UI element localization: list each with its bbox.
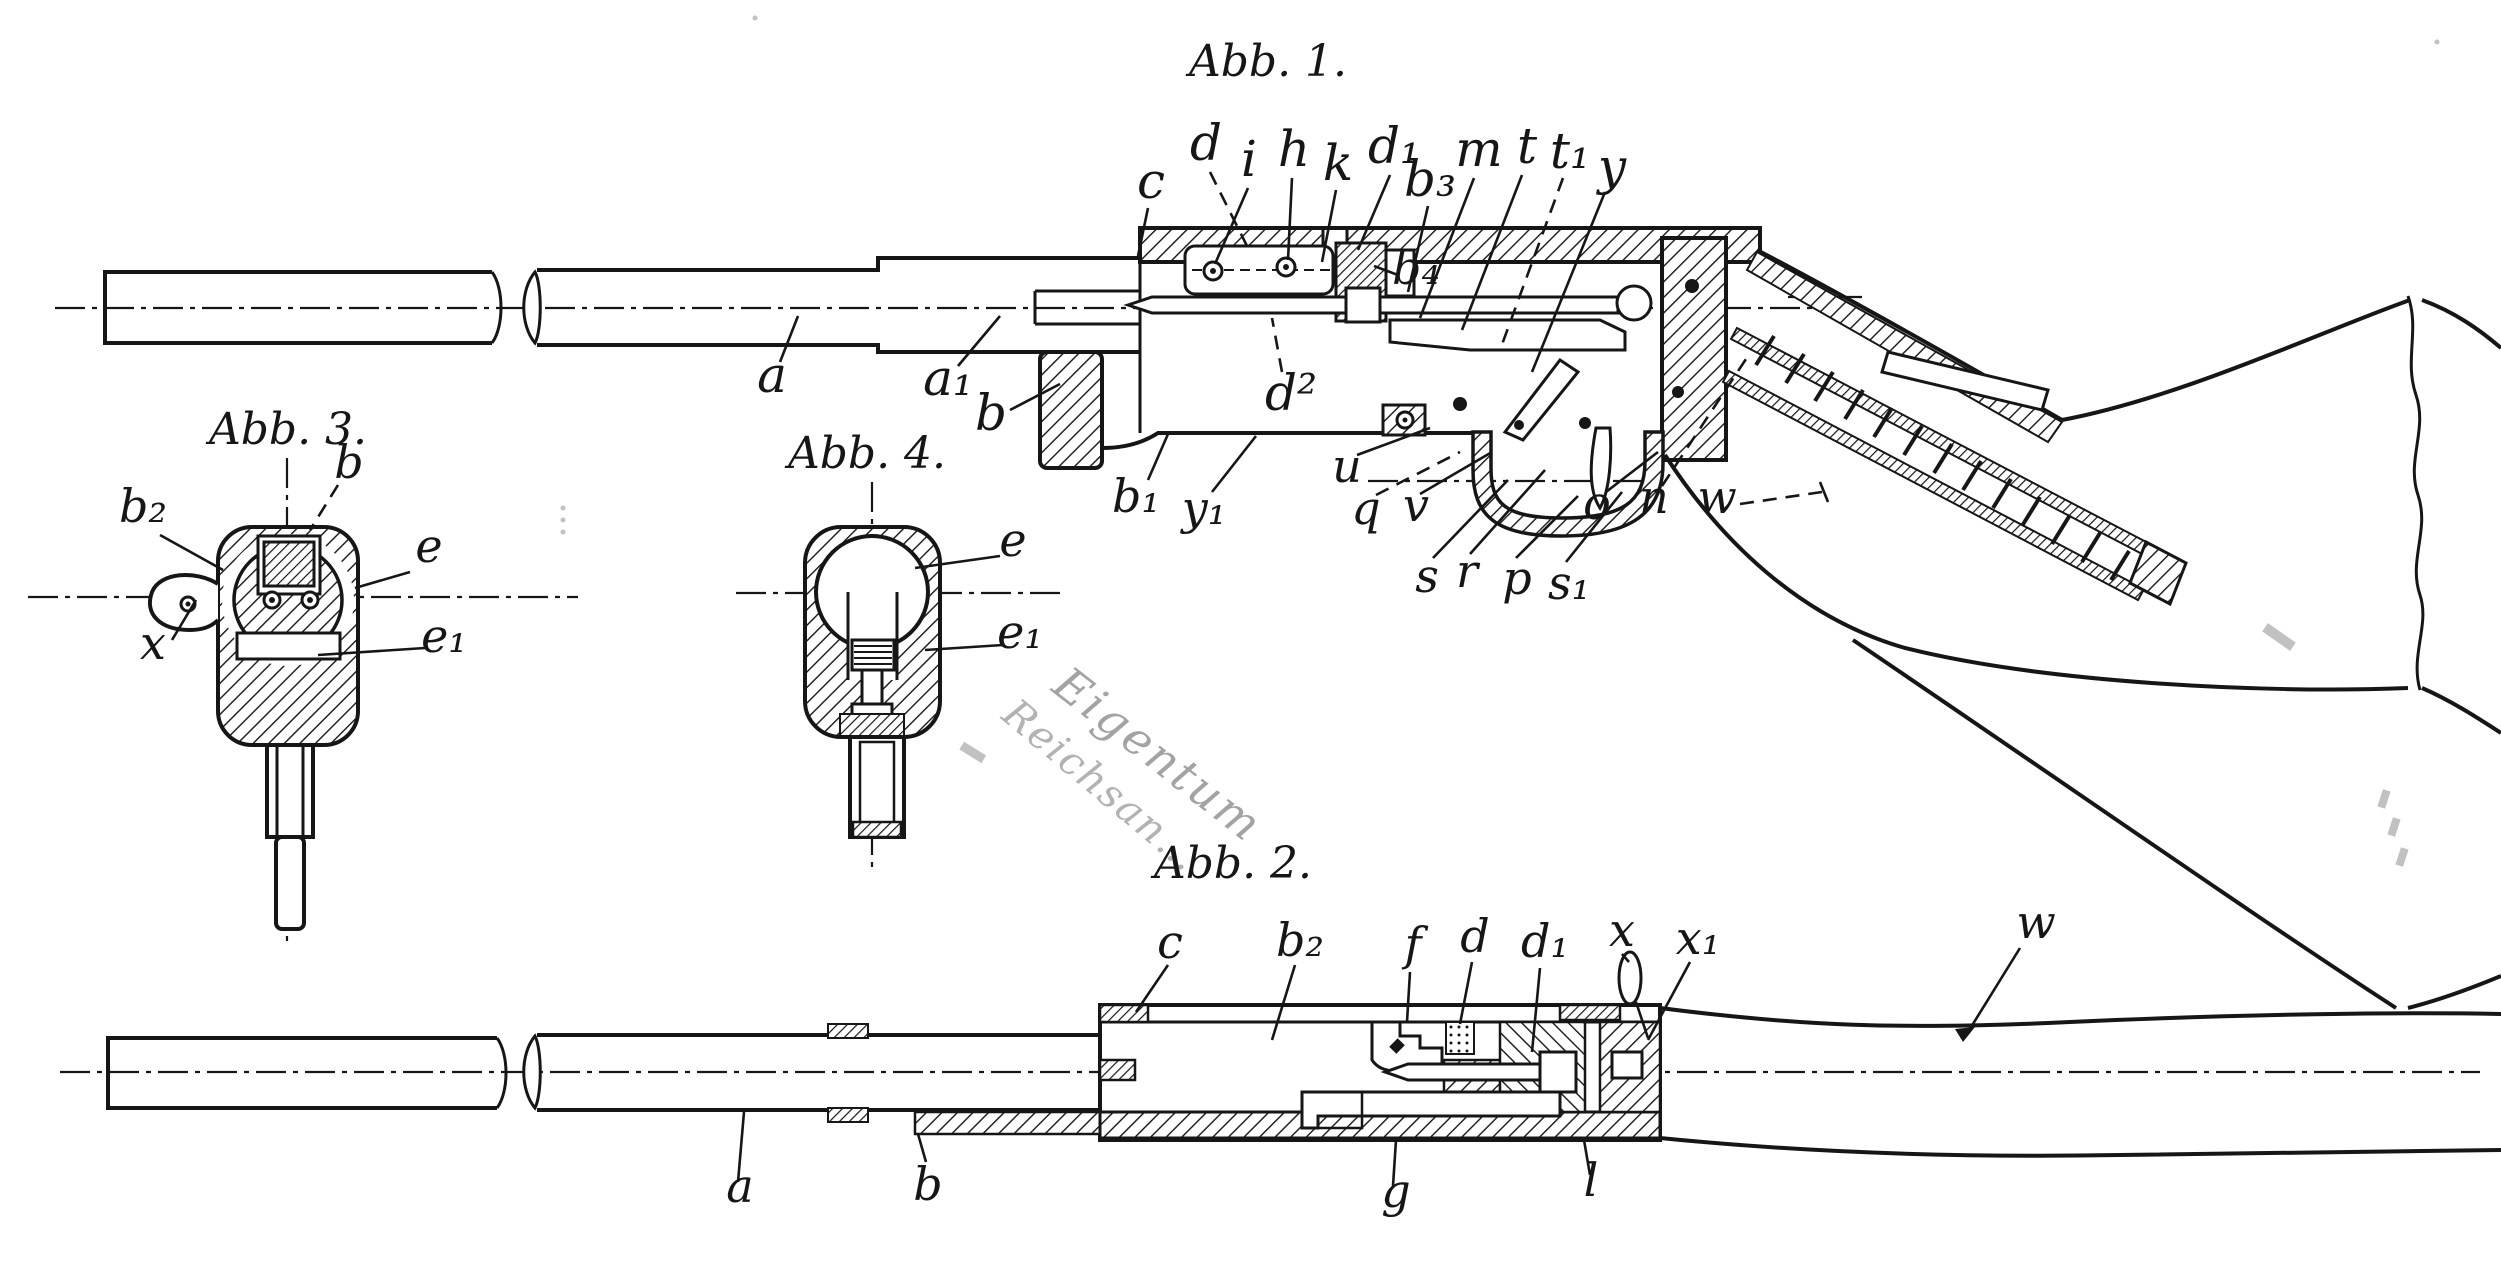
- abb1-label-d1: d₁: [1368, 117, 1420, 175]
- leader-lines: [736, 947, 2022, 1187]
- barrel: [103, 256, 1140, 354]
- lug-b: [1038, 350, 1104, 470]
- abb3-label-e: e: [415, 519, 442, 573]
- abb1-label-u: u: [1332, 439, 1362, 493]
- scan-speckles: [560, 15, 2440, 867]
- block-d: [1445, 1021, 1475, 1055]
- stock: [1663, 248, 2501, 1010]
- abb1-label-h: h: [1278, 120, 1310, 178]
- abb1-label-y: y: [1596, 138, 1627, 196]
- abb1-label-m: m: [1455, 120, 1502, 178]
- trigger: [1589, 426, 1613, 511]
- leader-lines: [778, 171, 1830, 563]
- torn-edge: [2406, 295, 2425, 691]
- abb1-label-s1: s₁: [1548, 556, 1590, 610]
- abb1-label-a1: a₁: [923, 349, 973, 407]
- leader-lines: [159, 484, 426, 657]
- abb2-label-l: l: [1584, 1153, 1599, 1207]
- abb1-label-w: w: [1697, 470, 1736, 524]
- abb1-label-v: v: [1403, 478, 1429, 532]
- spring-cap: [2128, 539, 2188, 607]
- abb2-label-b2: b₂: [1276, 913, 1324, 967]
- labels: c d i h k d₁ b₃ m t t₁ y b₄ d² a a₁ b b₁…: [757, 114, 1737, 610]
- abb1-label-s: s: [1415, 549, 1439, 603]
- abb1-label-p: p: [1502, 551, 1531, 605]
- abb1-label-b: b: [975, 384, 1007, 442]
- bolt-bar: [1388, 318, 1627, 352]
- figure-abb4: Abb. 4. e e₁: [736, 428, 1062, 872]
- stock: [1659, 1006, 2501, 1158]
- abb1-label-c: c: [1137, 152, 1165, 210]
- abb1-label-d2: d²: [1265, 364, 1317, 422]
- abb1-label-b3: b₃: [1404, 150, 1456, 208]
- abb2-label-d1: d₁: [1521, 914, 1569, 968]
- abb2-label-x1: x₁: [1676, 911, 1720, 965]
- abb2-label-a: a: [726, 1159, 753, 1213]
- abb2-label-f: f: [1401, 917, 1428, 971]
- abb3-label-x: x: [140, 616, 166, 670]
- figure-abb3: Abb. 3. b₂ b e e₁ x: [28, 404, 578, 948]
- abb1-label-k: k: [1323, 134, 1353, 192]
- hammer-link: [1502, 357, 1581, 442]
- trigger-guard: [1471, 426, 1665, 538]
- abb1-label-i: i: [1241, 130, 1257, 188]
- abb4-label-e: e: [999, 513, 1026, 567]
- abb4-label-e1: e₁: [997, 605, 1043, 659]
- mechanism: [1300, 950, 1662, 1130]
- latch-x1: [1610, 1050, 1644, 1080]
- abb1-label-n: n: [1639, 470, 1669, 524]
- abb1-label-o: o: [1583, 476, 1611, 530]
- rear-block: [1660, 236, 1728, 462]
- abb2-label-d: d: [1460, 909, 1489, 963]
- loop-x: [1617, 950, 1643, 1006]
- mechanism: [1123, 241, 1653, 442]
- abb3-label-e1: e₁: [421, 609, 467, 663]
- abb1-label-b4: b₄: [1392, 241, 1440, 295]
- labels: c b₂ f d d₁ x x₁ w a b g l: [726, 895, 2055, 1218]
- figure-title: Abb. 3.: [205, 404, 367, 455]
- abb3-label-b2: b₂: [119, 479, 167, 533]
- arrowhead: [1955, 1027, 1975, 1042]
- mainspring: [1721, 326, 2188, 607]
- barrel: [106, 1023, 1100, 1123]
- abb3-label-b: b: [334, 435, 363, 489]
- figure-abb2: Abb. 2.: [60, 838, 2501, 1218]
- abb1-label-q: q: [1351, 481, 1380, 535]
- figure-title: Abb. 1.: [1185, 36, 1347, 87]
- leader-lines: [914, 554, 1004, 652]
- abb1-label-b1: b₁: [1112, 469, 1160, 523]
- abb1-label-r: r: [1456, 544, 1481, 598]
- bolt-knob: [1615, 284, 1653, 322]
- abb2-label-g: g: [1381, 1164, 1410, 1218]
- abb1-label-y1: y₁: [1180, 481, 1226, 535]
- figure-abb1: Abb. 1.: [55, 36, 2501, 1010]
- abb1-label-t1: t₁: [1550, 122, 1590, 180]
- figure-title: Abb. 2.: [1150, 838, 1312, 889]
- abb1-label-d: d: [1190, 114, 1222, 172]
- abb2-label-b: b: [913, 1157, 942, 1211]
- abb2-label-c: c: [1157, 915, 1183, 969]
- abb1-label-a: a: [757, 346, 787, 404]
- slat: [1880, 350, 2050, 412]
- spring-coils: [1754, 334, 2131, 582]
- abb2-label-x: x: [1609, 903, 1635, 957]
- abb1-label-t: t: [1517, 117, 1538, 175]
- abb2-label-w: w: [2016, 895, 2055, 949]
- figure-title: Abb. 4.: [784, 428, 946, 479]
